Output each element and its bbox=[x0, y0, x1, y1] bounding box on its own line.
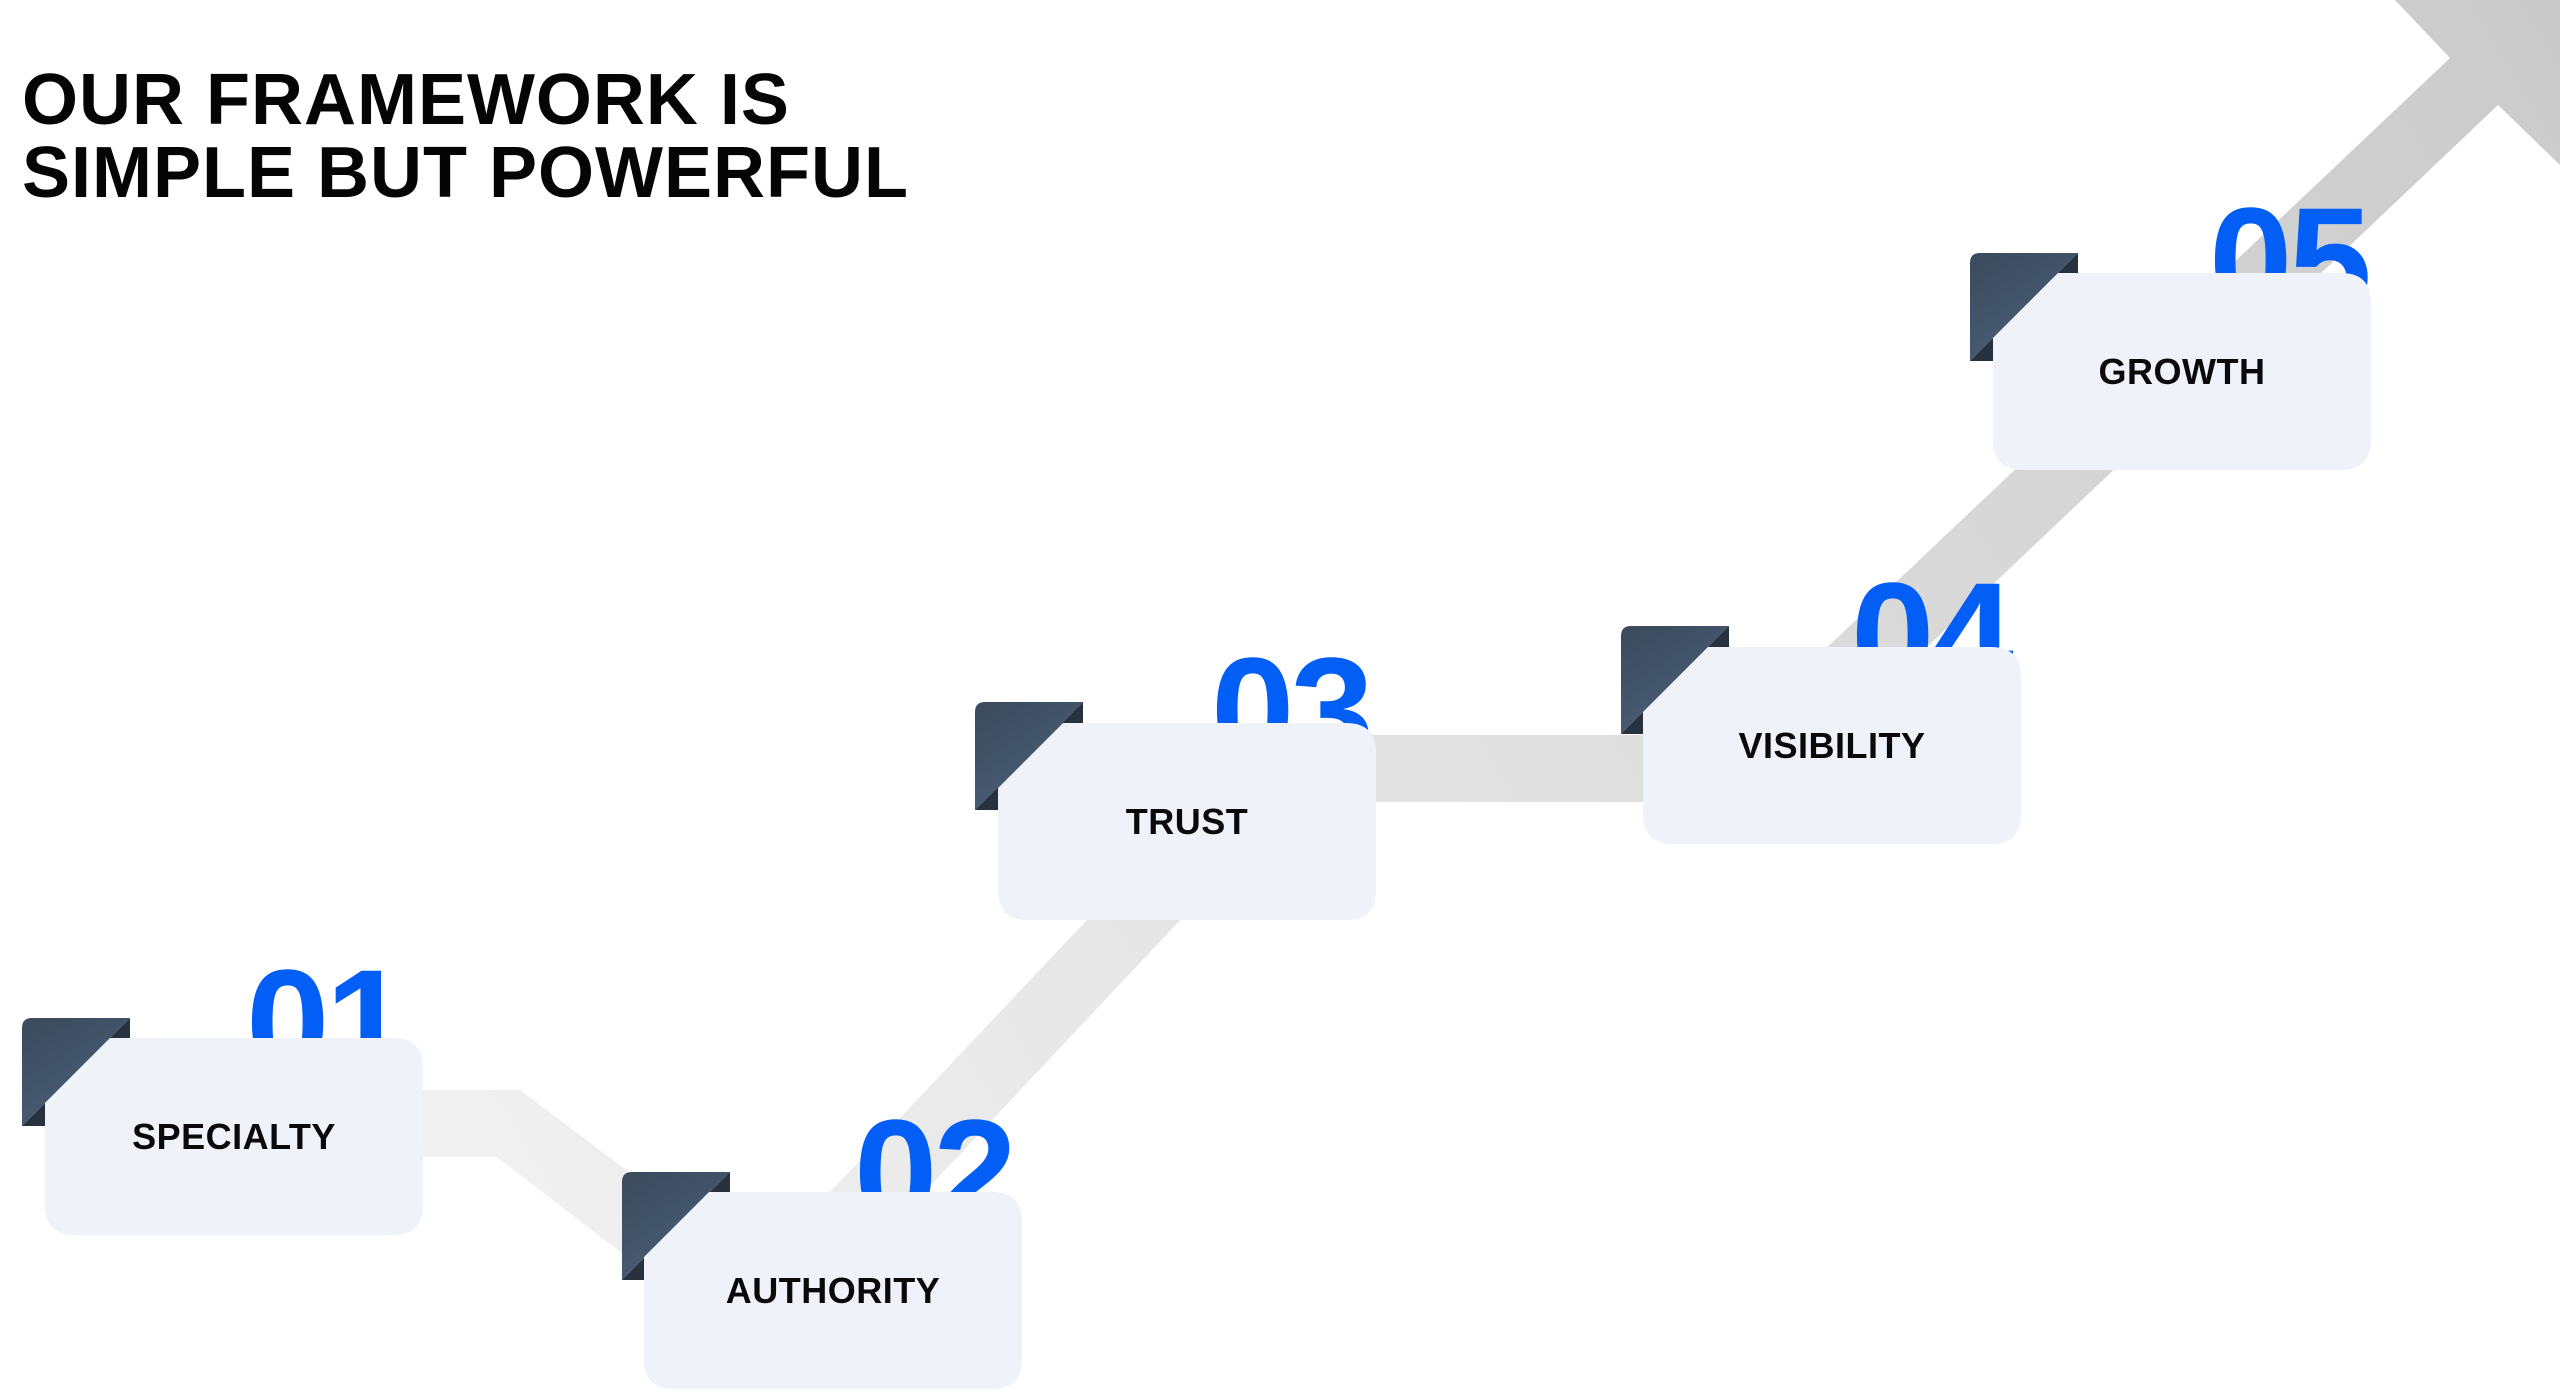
title-line-1: OUR FRAMEWORK IS bbox=[22, 60, 790, 140]
step-label: GROWTH bbox=[2098, 350, 2266, 392]
step-card: AUTHORITY bbox=[644, 1192, 1022, 1389]
title-line-2: SIMPLE BUT POWERFUL bbox=[22, 133, 909, 213]
card-background bbox=[1643, 647, 2021, 844]
step-card: GROWTH bbox=[1993, 273, 2371, 470]
step-label: VISIBILITY bbox=[1738, 724, 1926, 766]
path-segment-2-3 bbox=[728, 850, 1246, 1300]
card-background bbox=[45, 1038, 423, 1235]
step-label: AUTHORITY bbox=[725, 1269, 941, 1311]
path-segment-3-4 bbox=[1300, 735, 1700, 802]
card-background bbox=[644, 1192, 1022, 1389]
card-background bbox=[998, 723, 1376, 920]
step-label: SPECIALTY bbox=[132, 1115, 336, 1157]
step-card: TRUST bbox=[998, 723, 1376, 920]
step-card: SPECIALTY bbox=[45, 1038, 423, 1235]
step-label: TRUST bbox=[1125, 800, 1249, 842]
card-background bbox=[1993, 273, 2371, 470]
step-card: VISIBILITY bbox=[1643, 647, 2021, 844]
page-title: OUR FRAMEWORK IS SIMPLE BUT POWERFUL bbox=[22, 64, 909, 210]
